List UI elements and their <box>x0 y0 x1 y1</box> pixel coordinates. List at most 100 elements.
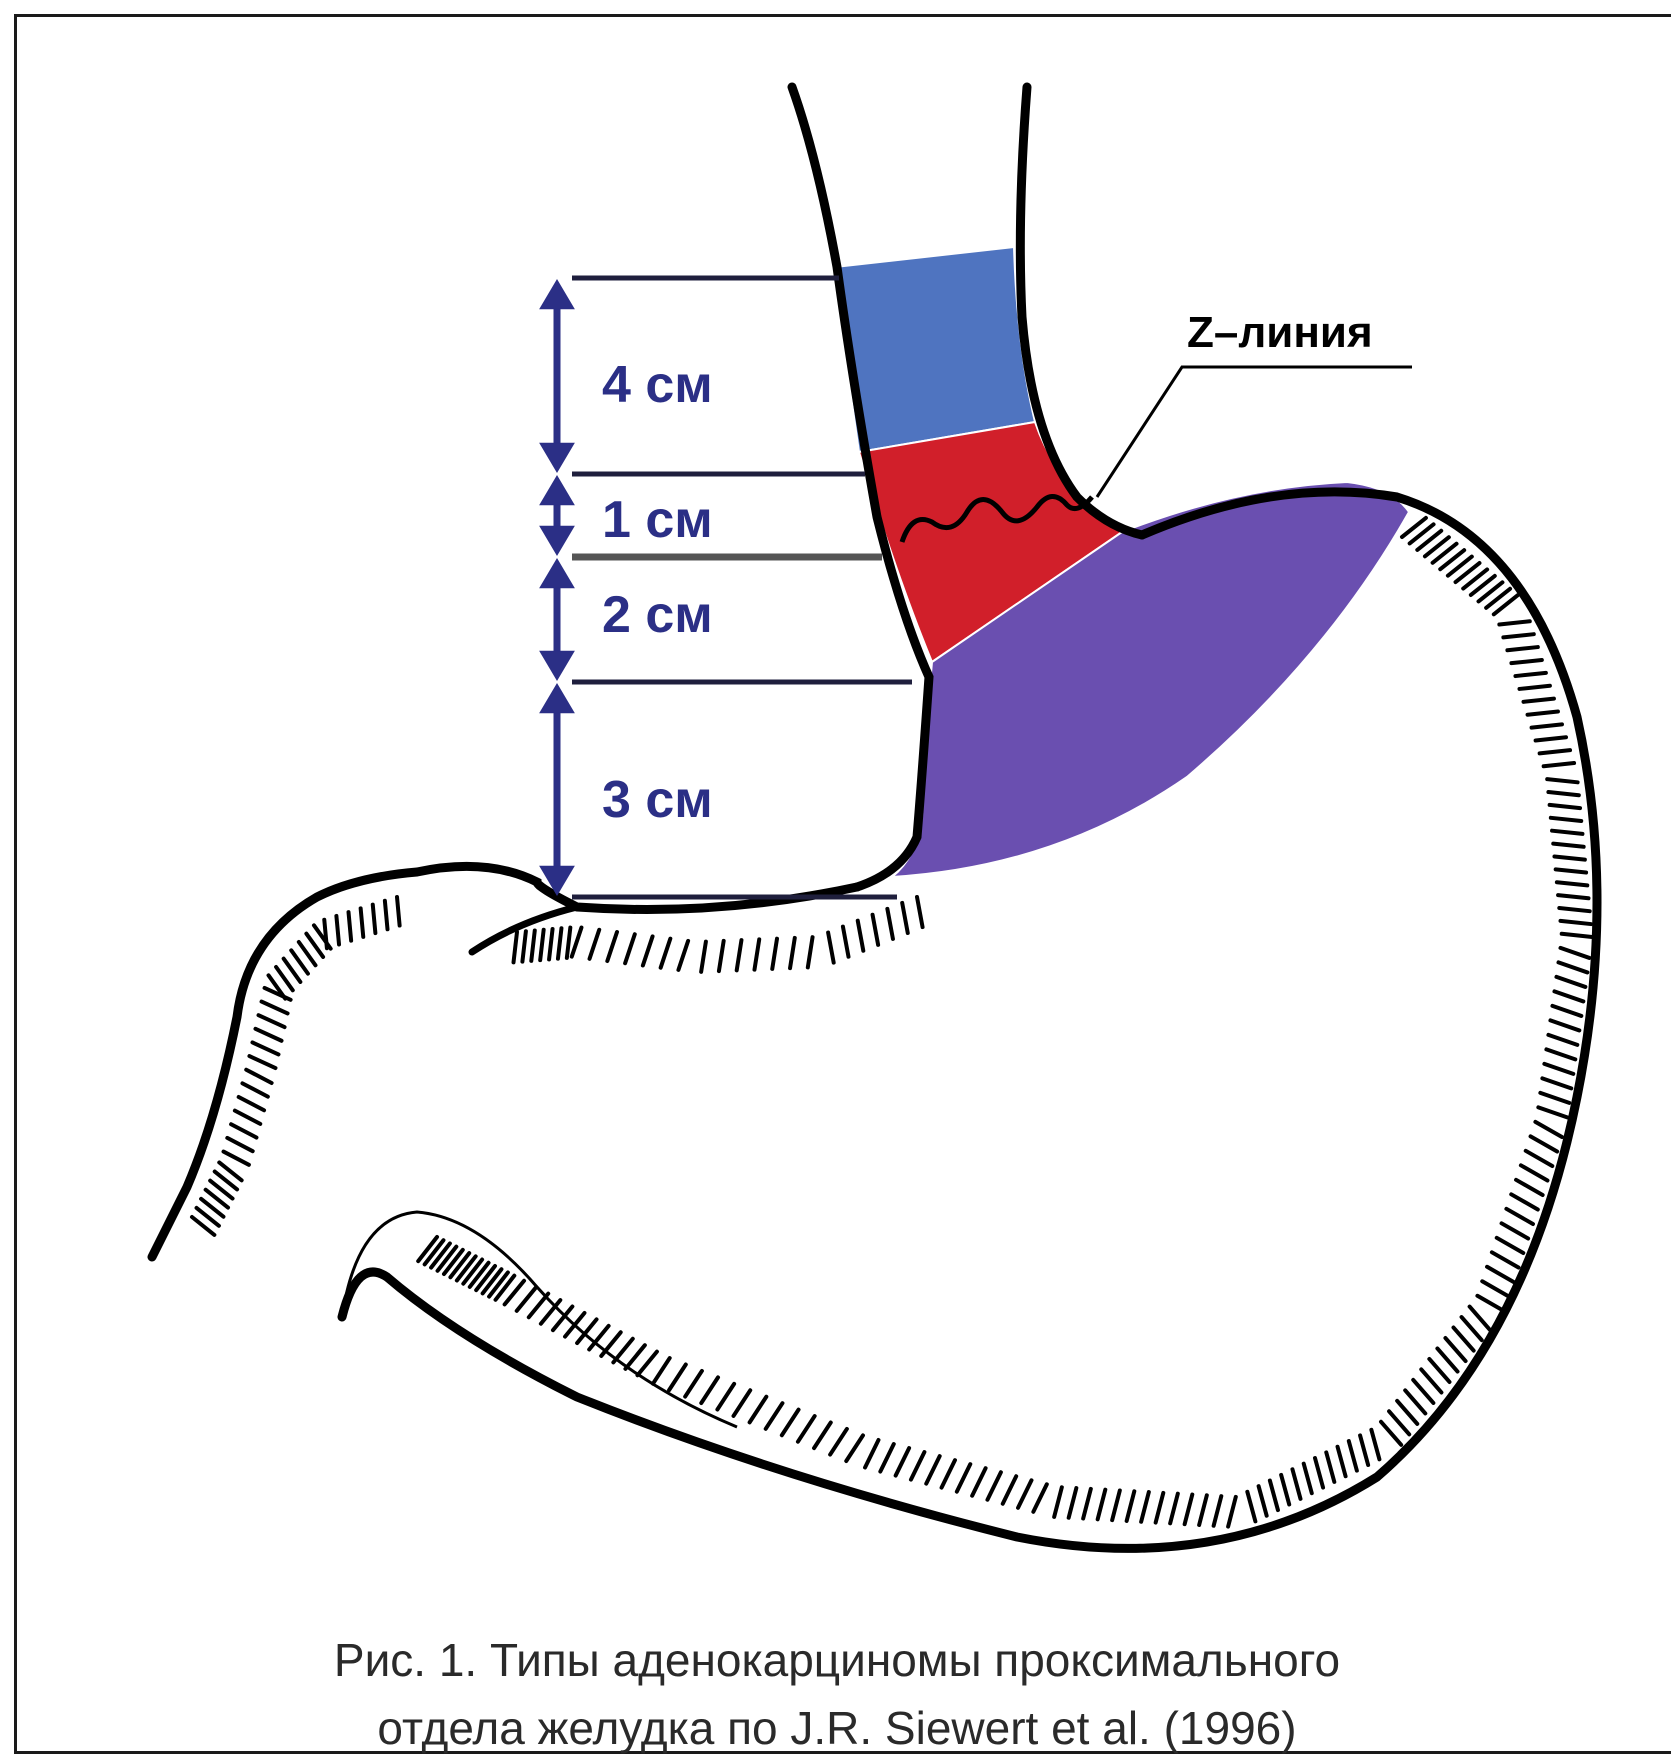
hatch-stroke <box>1559 908 1589 911</box>
hatch-stroke <box>239 1097 264 1110</box>
hatch-stroke <box>1214 1496 1222 1526</box>
hatch-stroke <box>1270 1481 1278 1511</box>
wall-hatching <box>192 518 1592 1527</box>
hatch-stroke <box>522 931 525 961</box>
hatch-stroke <box>1304 1464 1312 1494</box>
hatch-stroke <box>701 1377 718 1403</box>
hatch-stroke <box>766 1403 783 1429</box>
arrowhead-up <box>540 559 574 588</box>
hatch-stroke <box>926 1456 939 1483</box>
hatch-stroke <box>373 905 376 934</box>
hatch-stroke <box>798 1416 815 1442</box>
hatch-stroke <box>772 939 777 969</box>
hatch-stroke <box>880 1444 893 1471</box>
hatch-stroke <box>678 941 688 970</box>
hatch-stroke <box>1553 844 1583 847</box>
hatch-stroke <box>685 1371 702 1397</box>
hatch-stroke <box>843 927 849 957</box>
hatch-stroke <box>1470 1307 1490 1330</box>
hatch-stroke <box>567 928 570 958</box>
arrowhead-up <box>540 684 574 713</box>
hatch-stroke <box>1381 1422 1401 1445</box>
hatch-stroke <box>1156 1493 1164 1523</box>
hatch-stroke <box>790 938 795 968</box>
hatch-stroke <box>1445 1338 1465 1361</box>
hatch-stroke <box>549 929 552 959</box>
hatch-stroke <box>1550 1020 1579 1030</box>
hatch-stroke <box>972 1468 985 1495</box>
hatch-stroke <box>754 939 759 969</box>
hatch-stroke <box>1557 882 1587 885</box>
arrowhead-up <box>540 476 574 505</box>
hatch-stroke <box>1531 1136 1558 1151</box>
hatch-stroke <box>252 1042 278 1054</box>
dimension-arrow-3 <box>540 559 574 680</box>
hatch-stroke <box>625 1345 644 1369</box>
hatch-stroke <box>1540 750 1570 753</box>
hatch-stroke <box>719 941 724 971</box>
hatch-stroke <box>1054 1487 1062 1517</box>
hatch-stroke <box>846 1435 863 1461</box>
hatch-stroke <box>1521 1165 1548 1180</box>
hatch-stroke <box>643 936 653 965</box>
hatch-stroke <box>625 934 635 963</box>
hatch-stroke <box>1547 779 1577 782</box>
hatch-stroke <box>1371 1430 1379 1460</box>
hatch-stroke <box>1338 1447 1346 1477</box>
hatch-stroke <box>814 1423 831 1449</box>
hatch-stroke <box>1170 1494 1178 1524</box>
hatch-stroke <box>1502 1223 1529 1238</box>
hatch-stroke <box>231 1124 256 1137</box>
hatch-stroke <box>1112 1490 1120 1520</box>
hatch-stroke <box>246 1070 271 1083</box>
hatch-stroke <box>1141 1492 1149 1522</box>
hatch-stroke <box>1548 792 1578 795</box>
hatch-stroke <box>1127 1491 1135 1521</box>
segment-label-1cm: 1 см <box>602 491 713 549</box>
hatch-stroke <box>1511 660 1541 663</box>
hatch-stroke <box>828 933 834 963</box>
hatch-stroke <box>531 931 534 961</box>
hatch-stroke <box>1083 1489 1091 1519</box>
hatch-stroke <box>1018 1480 1031 1507</box>
hatch-stroke <box>514 932 517 962</box>
hatch-stroke <box>865 1440 878 1467</box>
hatch-stroke <box>607 932 617 961</box>
hatch-stroke <box>1003 1476 1016 1503</box>
dimension-arrows <box>540 280 574 895</box>
hatch-stroke <box>262 1002 288 1014</box>
hatch-stroke <box>1397 1401 1417 1424</box>
hatch-stroke <box>361 908 364 937</box>
hatch-stroke <box>590 930 600 959</box>
hatch-stroke <box>397 897 400 926</box>
hatch-stroke <box>1528 711 1558 714</box>
hatch-stroke <box>613 1339 632 1363</box>
arrowhead-down <box>540 526 574 555</box>
hatch-stroke <box>1558 962 1587 972</box>
hatch-stroke <box>1544 763 1574 766</box>
arrowhead-down <box>540 651 574 680</box>
dimension-arrow-4 <box>540 684 574 895</box>
hatch-stroke <box>385 901 388 930</box>
hatch-stroke <box>517 1287 536 1311</box>
segment-label-2cm: 2 см <box>602 586 713 644</box>
hatch-stroke <box>1326 1452 1334 1482</box>
hatch-stroke <box>529 1294 548 1318</box>
hatch-stroke <box>1199 1495 1207 1525</box>
z-line-label: Z–линия <box>1187 308 1373 357</box>
hatch-stroke <box>1540 1093 1569 1103</box>
hatch-stroke <box>808 937 813 967</box>
hatch-stroke <box>1556 977 1585 987</box>
hatch-stroke <box>1413 1380 1433 1403</box>
hatch-stroke <box>638 1352 657 1376</box>
hatch-stroke <box>782 1410 799 1436</box>
hatch-stroke <box>957 1464 970 1491</box>
hatch-stroke <box>1532 724 1562 727</box>
hatch-stroke <box>1546 1049 1575 1059</box>
hatch-stroke <box>224 1152 249 1165</box>
hatch-stroke <box>1033 1484 1046 1511</box>
hatch-stroke <box>1548 1035 1577 1045</box>
hatch-stroke <box>1515 673 1545 676</box>
hatch-stroke <box>1542 1078 1571 1088</box>
hatch-stroke <box>227 1138 252 1151</box>
